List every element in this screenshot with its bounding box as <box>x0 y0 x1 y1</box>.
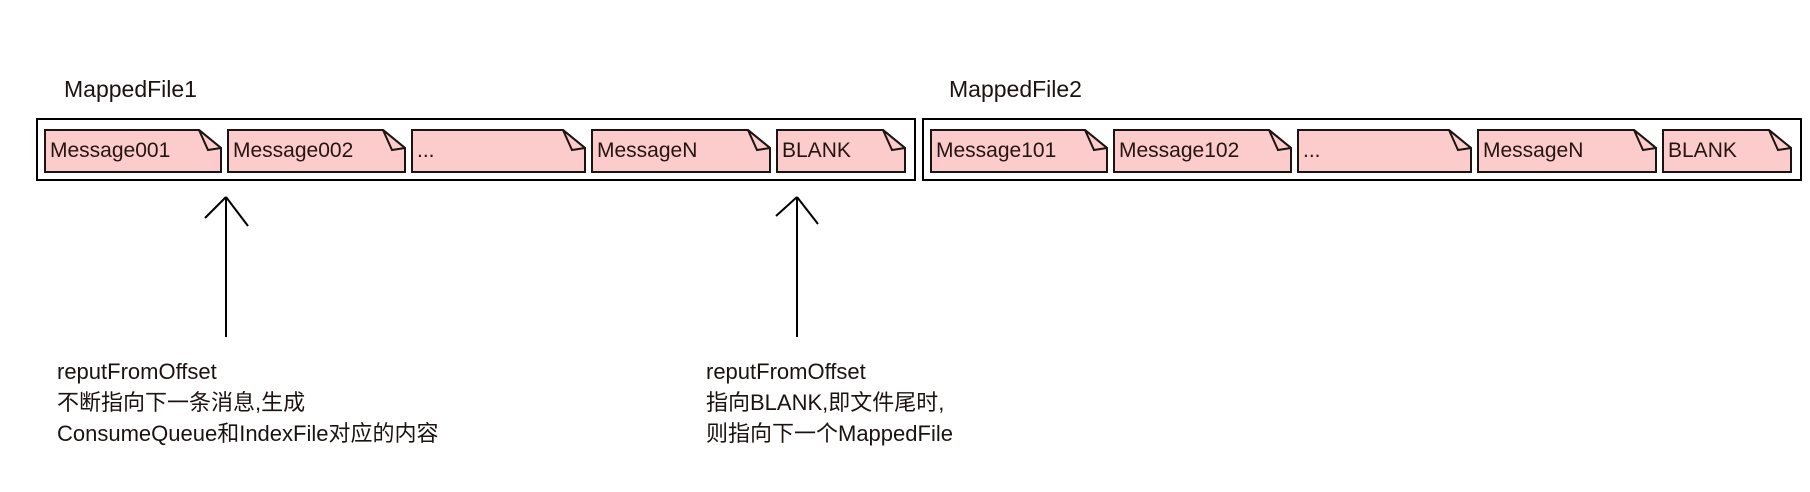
note-shape-icon <box>44 129 222 173</box>
message-note-label: BLANK <box>782 139 851 162</box>
message-note-block: BLANK <box>776 129 906 173</box>
message-note-block: Message101 <box>930 129 1108 173</box>
folded-corner-icon <box>382 129 406 152</box>
note-shape-icon <box>1113 129 1292 173</box>
annotation-right-line3: 则指向下一个MappedFile <box>706 421 953 446</box>
note-shape-icon <box>776 129 906 173</box>
mappedfile2-container: Message101 Message102... MessageN BLANK <box>922 118 1802 181</box>
note-shape-icon <box>1297 129 1472 173</box>
annotation-right-line2: 指向BLANK,即文件尾时, <box>706 390 945 415</box>
message-note-label: ... <box>1303 139 1321 162</box>
note-shape-icon <box>1477 129 1657 173</box>
message-note-label: MessageN <box>597 139 698 162</box>
annotation-left-line2: 不断指向下一条消息,生成 <box>57 390 306 415</box>
message-note-block: Message002 <box>227 129 406 173</box>
message-note-label: Message102 <box>1119 139 1240 162</box>
message-note-label: Message101 <box>936 139 1057 162</box>
note-shape-icon <box>1662 129 1792 173</box>
mappedfile2-blocks: Message101 Message102... MessageN BLANK <box>930 129 1792 173</box>
folded-corner-icon <box>1633 129 1657 152</box>
annotation-right: reputFromOffset 指向BLANK,即文件尾时, 则指向下一个Map… <box>706 356 953 449</box>
annotation-left-line1: reputFromOffset <box>57 359 217 384</box>
folded-corner-icon <box>562 129 586 152</box>
reput-arrow-left <box>204 196 249 337</box>
folded-corner-icon <box>882 129 906 152</box>
note-shape-icon <box>930 129 1108 173</box>
note-shape-icon <box>411 129 586 173</box>
message-note-label: Message001 <box>50 139 171 162</box>
message-note-block: Message001 <box>44 129 222 173</box>
folded-corner-icon <box>1768 129 1792 152</box>
message-note-block: BLANK <box>1662 129 1792 173</box>
annotation-right-line1: reputFromOffset <box>706 359 866 384</box>
folded-corner-icon <box>1084 129 1108 152</box>
message-note-label: BLANK <box>1668 139 1737 162</box>
message-note-block: Message102 <box>1113 129 1292 173</box>
folded-corner-icon <box>1268 129 1292 152</box>
message-note-label: ... <box>417 139 435 162</box>
mappedfile2-label: MappedFile2 <box>949 76 1082 102</box>
message-note-label: Message002 <box>233 139 354 162</box>
message-note-block: ... <box>411 129 586 173</box>
message-note-block: ... <box>1297 129 1472 173</box>
mappedfile1-label: MappedFile1 <box>64 76 197 102</box>
note-shape-icon <box>227 129 406 173</box>
message-note-block: MessageN <box>591 129 771 173</box>
mappedfile1-container: Message001 Message002... MessageN BLANK <box>36 118 916 181</box>
message-note-label: MessageN <box>1483 139 1584 162</box>
annotation-left: reputFromOffset 不断指向下一条消息,生成 ConsumeQueu… <box>57 356 438 449</box>
message-note-block: MessageN <box>1477 129 1657 173</box>
folded-corner-icon <box>747 129 771 152</box>
reput-arrow-right <box>775 196 819 337</box>
note-shape-icon <box>591 129 771 173</box>
folded-corner-icon <box>198 129 222 152</box>
folded-corner-icon <box>1448 129 1472 152</box>
mappedfile1-blocks: Message001 Message002... MessageN BLANK <box>44 129 906 173</box>
annotation-left-line3: ConsumeQueue和IndexFile对应的内容 <box>57 421 439 446</box>
